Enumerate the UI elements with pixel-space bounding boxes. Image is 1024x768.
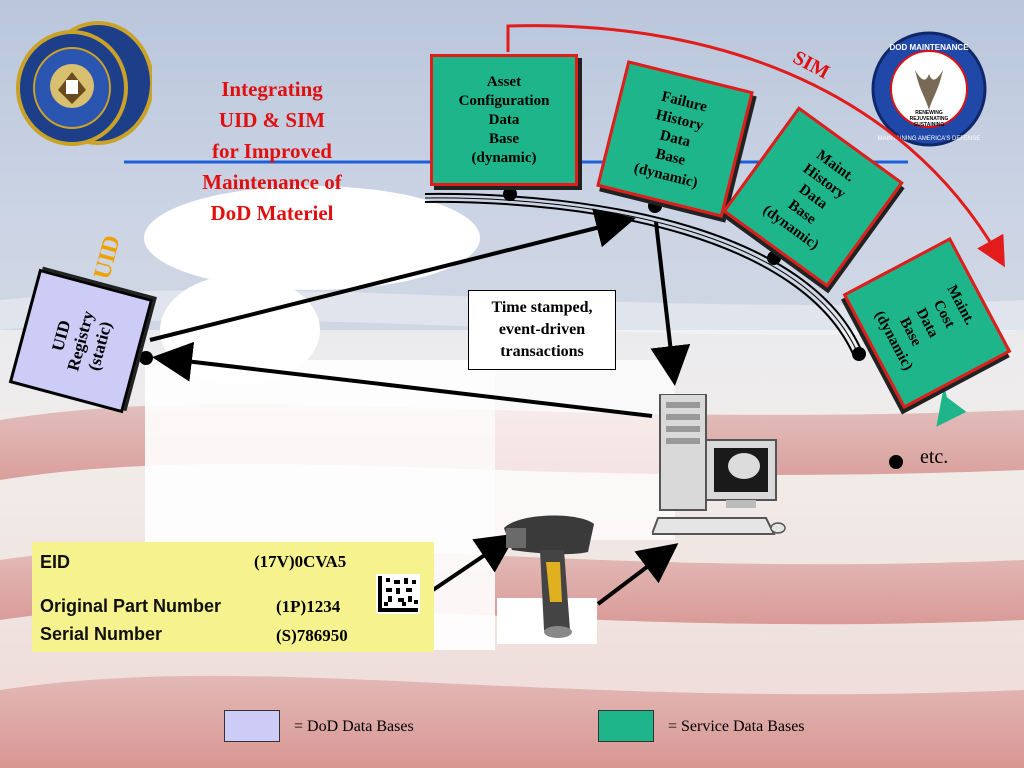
eid-value: (17V)0CVA5 [254,552,347,571]
title-line: for Improved [212,139,332,163]
db-line: (dynamic) [471,149,537,166]
db-line: Data [488,111,520,128]
db-line: Base [489,130,519,147]
transactions-note: Time stamped, event-driven transactions [468,290,616,370]
title-line: UID & SIM [218,108,326,132]
db-line: Asset [486,73,522,90]
note-line: Time stamped, [491,299,593,316]
barcode-scanner-icon [504,515,594,638]
etc-label: etc. [920,446,949,468]
dod-seal-left [10,20,154,146]
legend-label-service: = Service Data Bases [668,718,805,735]
dod-maintenance-seal-right: DOD MAINTENANCE RENEWING REJUVENATING SU… [870,30,988,148]
part-number-label: Original Part Number [40,596,222,616]
db-line: Configuration [458,92,550,109]
seal-top-text: DOD MAINTENANCE [889,43,969,52]
legend-swatch-service [598,710,654,742]
serial-number-label: Serial Number [40,624,163,644]
slide-title: Integrating UID & SIM for Improved Maint… [172,74,372,229]
note-line: event-driven [498,321,586,338]
part-number-value: (1P)1234 [276,597,341,616]
legend-swatch-dod [224,710,280,742]
seal-bottom-text: MAINTAINING AMERICA'S DEFENSE [878,136,981,142]
title-line: Maintenance of [202,170,342,194]
seal-line-3: SUSTAINING [914,122,945,128]
computer-icon [652,394,786,535]
legend-label-dod: = DoD Data Bases [294,718,414,735]
asset-configuration-db-box: Asset Configuration Data Base (dynamic) [430,54,578,186]
part-identification-label: EID (17V)0CVA5 Original Part Number (1P)… [32,542,434,652]
eid-label: EID [40,552,71,572]
data-matrix-icon [376,574,420,614]
title-line: Integrating [221,77,323,101]
title-line: DoD Materiel [210,201,334,225]
serial-number-value: (S)786950 [276,626,348,645]
note-line: transactions [500,343,584,360]
